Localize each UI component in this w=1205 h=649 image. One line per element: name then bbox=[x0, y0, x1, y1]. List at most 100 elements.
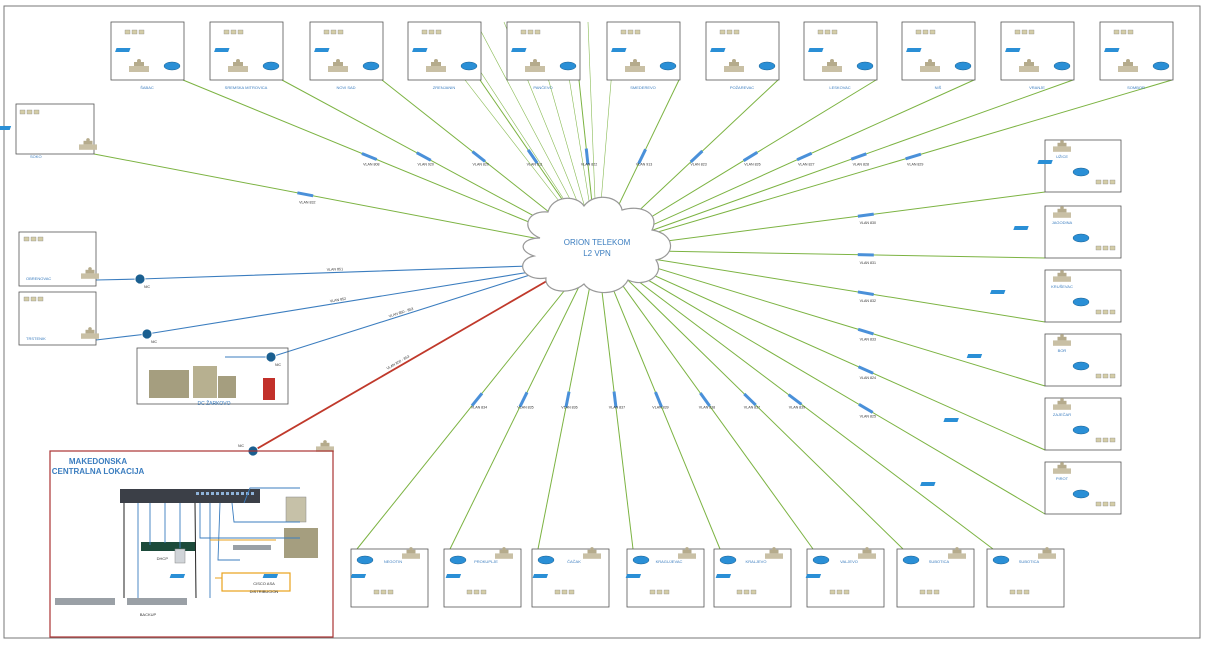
vlan-label: VLAN 837 bbox=[744, 406, 760, 410]
site-soko: SOKO bbox=[0, 103, 97, 159]
building-icon-dome bbox=[137, 59, 141, 63]
site-label: ČAČAK bbox=[567, 559, 581, 564]
building-icon-top bbox=[1123, 62, 1133, 66]
central-wiring-dark bbox=[123, 502, 197, 599]
nic-icon bbox=[141, 328, 153, 340]
building-icon-dome bbox=[772, 547, 776, 551]
site-2: NOVI SAD bbox=[309, 21, 384, 90]
vlan-tag bbox=[470, 392, 484, 407]
building-icon-top bbox=[769, 549, 779, 554]
pc-icon bbox=[719, 29, 726, 35]
vlan-tag bbox=[850, 152, 867, 161]
building-icon bbox=[1053, 340, 1071, 346]
pc-icon bbox=[380, 589, 387, 595]
dc-box bbox=[136, 347, 289, 405]
switch-port bbox=[196, 492, 199, 495]
vlan-label: VLAN 838 bbox=[699, 406, 715, 410]
vlan-tag bbox=[858, 403, 874, 414]
site-right-3: BOR bbox=[966, 333, 1122, 387]
pc-icon bbox=[817, 29, 824, 35]
building-icon bbox=[129, 66, 149, 72]
vlan-tag bbox=[415, 151, 432, 162]
pc-icon bbox=[1028, 29, 1035, 35]
vlan-label: VLAN 831 bbox=[860, 261, 876, 265]
switch-icon bbox=[920, 482, 936, 486]
rack-server bbox=[233, 545, 271, 550]
building-icon-top bbox=[406, 549, 416, 554]
router-icon bbox=[1072, 489, 1090, 499]
router-icon bbox=[719, 555, 737, 565]
vlan-tag bbox=[857, 212, 874, 218]
vlan-tag bbox=[654, 391, 663, 408]
dc-storage bbox=[263, 378, 275, 400]
vlan-tag bbox=[699, 392, 711, 407]
building-icon bbox=[920, 66, 940, 72]
switch-icon bbox=[906, 48, 922, 52]
building-icon-dome bbox=[732, 59, 736, 63]
switch-icon bbox=[1104, 48, 1120, 52]
vlan-label: VLAN 920 bbox=[418, 163, 434, 167]
pc-icon bbox=[1120, 29, 1127, 35]
building-icon-top bbox=[827, 62, 837, 66]
pc-icon bbox=[915, 29, 922, 35]
site-left-1: TRSTENIK bbox=[18, 291, 99, 346]
building-icon-top bbox=[1057, 336, 1067, 341]
vlan-label: VLAN 823 bbox=[690, 163, 706, 167]
vlan-label: VLAN 820 bbox=[473, 163, 489, 167]
switch-icon bbox=[710, 48, 726, 52]
building-icon-dome bbox=[336, 59, 340, 63]
router-icon bbox=[449, 555, 467, 565]
site-1: SREMSKA MITROVICA bbox=[209, 21, 284, 90]
core-switch bbox=[120, 489, 260, 503]
dc-cabinet-3 bbox=[218, 376, 236, 398]
pc-icon bbox=[428, 29, 435, 35]
building-icon-top bbox=[925, 62, 935, 66]
site-right-5: PIROT bbox=[920, 461, 1122, 515]
vlan-tag bbox=[297, 191, 314, 198]
building-icon-dome bbox=[1060, 206, 1064, 210]
building-icon-top bbox=[1042, 549, 1052, 554]
building-icon-dome bbox=[236, 59, 240, 63]
pc-icon bbox=[1102, 437, 1109, 443]
router-icon bbox=[954, 61, 972, 71]
cisco-label: CISCO ASA bbox=[253, 581, 275, 586]
building-icon bbox=[724, 66, 744, 72]
vlan-label: VLAN 829 bbox=[907, 163, 923, 167]
site-bottom-5: VALJEVO bbox=[625, 547, 885, 608]
switch-port bbox=[206, 492, 209, 495]
pc-icon bbox=[1095, 373, 1102, 379]
vlan-label: VLAN 913 bbox=[636, 163, 652, 167]
pc-icon bbox=[223, 29, 230, 35]
site-right-4: ZAJEČAR bbox=[943, 397, 1122, 451]
blue-link bbox=[95, 265, 531, 281]
pc-icon bbox=[1095, 179, 1102, 185]
building-icon-dome bbox=[1027, 59, 1031, 63]
pc-icon bbox=[473, 589, 480, 595]
router-icon bbox=[758, 61, 776, 71]
pc-icon bbox=[743, 589, 750, 595]
blue-link-label: VLAN 851 bbox=[327, 267, 344, 272]
vlan-tag bbox=[612, 391, 618, 408]
switch-icon bbox=[314, 48, 330, 52]
pc-icon bbox=[30, 296, 37, 302]
pc-icon bbox=[33, 109, 40, 115]
building-icon bbox=[81, 273, 99, 279]
router-icon bbox=[460, 61, 478, 71]
building-icon-dome bbox=[1045, 547, 1049, 551]
switch-icon bbox=[262, 574, 279, 578]
site-bottom-7: SUBOTICA bbox=[805, 547, 1065, 608]
blue-link-label: VLAN 850 - 853 bbox=[388, 307, 414, 319]
router-icon bbox=[356, 555, 374, 565]
switch-port bbox=[216, 492, 219, 495]
switch-icon bbox=[214, 48, 230, 52]
pc-icon bbox=[620, 29, 627, 35]
vlan-tag bbox=[526, 149, 539, 164]
router-icon bbox=[1152, 61, 1170, 71]
building-icon bbox=[1053, 468, 1071, 474]
building-icon-dome bbox=[86, 138, 90, 142]
vlan-label: VLAN 839 bbox=[652, 406, 668, 410]
pc-icon bbox=[836, 589, 843, 595]
cloud-title: ORION TELEKOM bbox=[564, 238, 631, 247]
vlan-label: VLAN 822 bbox=[581, 163, 597, 167]
building-icon bbox=[316, 446, 334, 452]
